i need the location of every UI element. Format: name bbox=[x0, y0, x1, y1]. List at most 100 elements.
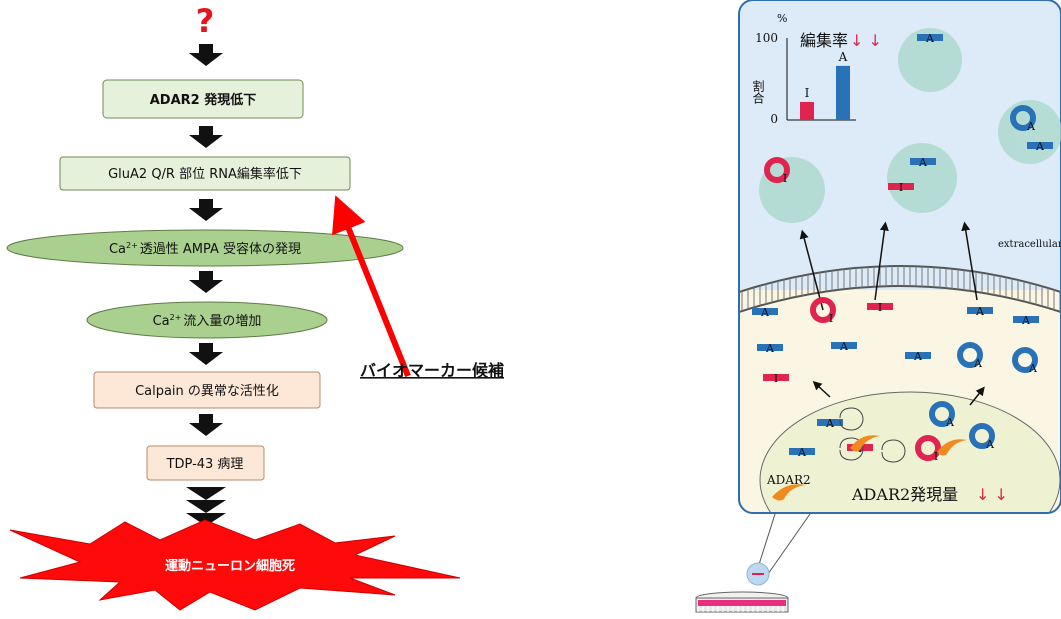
step-box-adar2 bbox=[102, 79, 304, 119]
step-box-tdp43 bbox=[146, 445, 265, 481]
zoom-line bbox=[767, 513, 811, 575]
down-arrow-icon bbox=[189, 343, 223, 365]
export-arrow bbox=[961, 221, 978, 301]
cell-membrane-inner bbox=[739, 285, 1061, 313]
bar-I bbox=[800, 101, 814, 120]
step-label: Calpain の異常な活性化 bbox=[135, 384, 279, 399]
rna-letter: A bbox=[925, 32, 935, 45]
edited-circular-rna bbox=[957, 342, 983, 368]
triple-chevron-icon bbox=[186, 487, 226, 526]
rna-letter: I bbox=[934, 450, 938, 463]
unedited-rna-marker bbox=[867, 303, 893, 310]
rna-letter: I bbox=[899, 181, 903, 194]
edited-rna-marker bbox=[1013, 316, 1039, 323]
edited-rna-marker bbox=[789, 448, 815, 455]
y-max-label: 100 bbox=[755, 31, 778, 45]
bar-label: A bbox=[838, 50, 848, 64]
edited-rna-marker bbox=[967, 307, 993, 314]
rna-letter: I bbox=[783, 172, 787, 185]
vesicle bbox=[887, 143, 957, 213]
cell-illustration: % 100 0 割合 IA 編集率 ↓ ↓ extracellular AAIA… bbox=[695, 0, 1061, 613]
culture-dish bbox=[695, 591, 789, 613]
vesicle bbox=[759, 157, 825, 223]
rna-letter: A bbox=[825, 417, 835, 430]
hairpin-rna bbox=[881, 439, 906, 463]
extracellular-label: extracellular bbox=[998, 239, 1061, 250]
export-arrow bbox=[874, 221, 889, 301]
down-arrows: ↓ ↓ bbox=[850, 31, 882, 50]
export-arrow bbox=[812, 380, 831, 398]
y-axis-label: 割合 bbox=[751, 79, 765, 104]
rna-letter: A bbox=[945, 416, 955, 429]
edited-circular-rna bbox=[1010, 105, 1036, 131]
rna-letter: A bbox=[1021, 314, 1031, 327]
explosion-shape bbox=[9, 519, 461, 611]
step-label: ADAR2 発現低下 bbox=[150, 92, 257, 108]
rna-letter: A bbox=[913, 350, 923, 363]
rna-letter: A bbox=[975, 305, 985, 318]
adar2-expression-label: ADAR2発現量 bbox=[851, 485, 958, 504]
rna-letter: I bbox=[878, 301, 882, 314]
step-ellipse-influx bbox=[86, 301, 328, 339]
hairpin-rna bbox=[839, 437, 864, 461]
edited-rna-marker bbox=[917, 34, 943, 41]
vesicle bbox=[898, 28, 962, 92]
export-arrow bbox=[799, 229, 824, 311]
down-arrow-icon bbox=[189, 44, 223, 66]
edited-rna-marker bbox=[817, 419, 843, 426]
rna-letter: A bbox=[760, 306, 770, 319]
adar2-enzyme-icon bbox=[850, 435, 880, 452]
rna-letter: I bbox=[774, 372, 778, 385]
rna-letter: A bbox=[765, 342, 775, 355]
edited-rna-marker bbox=[831, 342, 857, 349]
down-arrow-icon bbox=[189, 414, 223, 436]
rna-letter: A bbox=[839, 340, 849, 353]
rna-letter: A bbox=[1026, 120, 1036, 133]
adar2-label: ADAR2 bbox=[766, 473, 811, 487]
step-label-influx: Ca2+流入量の増加 bbox=[153, 313, 262, 329]
rna-letter: I bbox=[829, 312, 833, 325]
step-label: TDP-43 病理 bbox=[166, 457, 244, 472]
export-arrow bbox=[969, 386, 985, 406]
step-ellipse-ampa bbox=[6, 229, 404, 267]
zoom-panel-border bbox=[738, 0, 1061, 514]
rna-letter: A bbox=[797, 446, 807, 459]
unedited-circular-rna bbox=[810, 297, 836, 323]
edited-rna-marker bbox=[910, 158, 936, 165]
rna-letter: A bbox=[1035, 140, 1045, 153]
down-arrows: ↓ ↓ bbox=[976, 485, 1008, 504]
step-label-ampa: Ca2+透過性 AMPA 受容体の発現 bbox=[109, 241, 301, 257]
edited-circular-rna bbox=[929, 401, 955, 427]
edited-circular-rna bbox=[1012, 347, 1038, 373]
step-label: GluA2 Q/R 部位 RNA編集率低下 bbox=[108, 166, 302, 182]
question-mark: ? bbox=[196, 2, 215, 40]
rna-letter: A bbox=[973, 357, 983, 370]
edited-rna-marker bbox=[905, 352, 931, 359]
pathway-flowchart: ? ADAR2 発現低下 GluA2 Q/R 部位 RNA編集率低下 Ca2+透… bbox=[6, 2, 504, 611]
edited-rna-marker bbox=[1027, 142, 1053, 149]
unedited-rna-marker bbox=[763, 374, 789, 381]
edited-circular-rna bbox=[969, 423, 995, 449]
step-box-glua2 bbox=[59, 156, 351, 191]
biomarker-label: バイオマーカー候補 bbox=[360, 361, 504, 380]
hairpin-rna bbox=[839, 407, 864, 431]
unedited-rna-marker bbox=[888, 183, 914, 190]
step-box-calpain bbox=[93, 371, 321, 409]
down-arrow-icon bbox=[189, 271, 223, 293]
step-label-death: 運動ニューロン細胞死 bbox=[165, 558, 295, 574]
edited-rna-marker bbox=[752, 308, 778, 315]
percent-unit: % bbox=[777, 12, 787, 25]
unedited-circular-rna bbox=[915, 435, 941, 461]
down-arrow-icon bbox=[189, 126, 223, 148]
lipid-bilayer bbox=[741, 266, 1061, 312]
adar2-enzyme-icon bbox=[772, 484, 806, 501]
y-min-label: 0 bbox=[770, 112, 778, 126]
biomarker-arrow bbox=[332, 195, 411, 378]
adar2-enzyme-icon bbox=[937, 439, 967, 456]
down-arrow-icon bbox=[189, 199, 223, 221]
edited-rna-marker bbox=[757, 344, 783, 351]
editing-rate-chart: % 100 0 割合 IA 編集率 ↓ ↓ bbox=[751, 12, 882, 126]
bar-A bbox=[836, 65, 850, 120]
editing-rate-label: 編集率 bbox=[800, 31, 848, 50]
